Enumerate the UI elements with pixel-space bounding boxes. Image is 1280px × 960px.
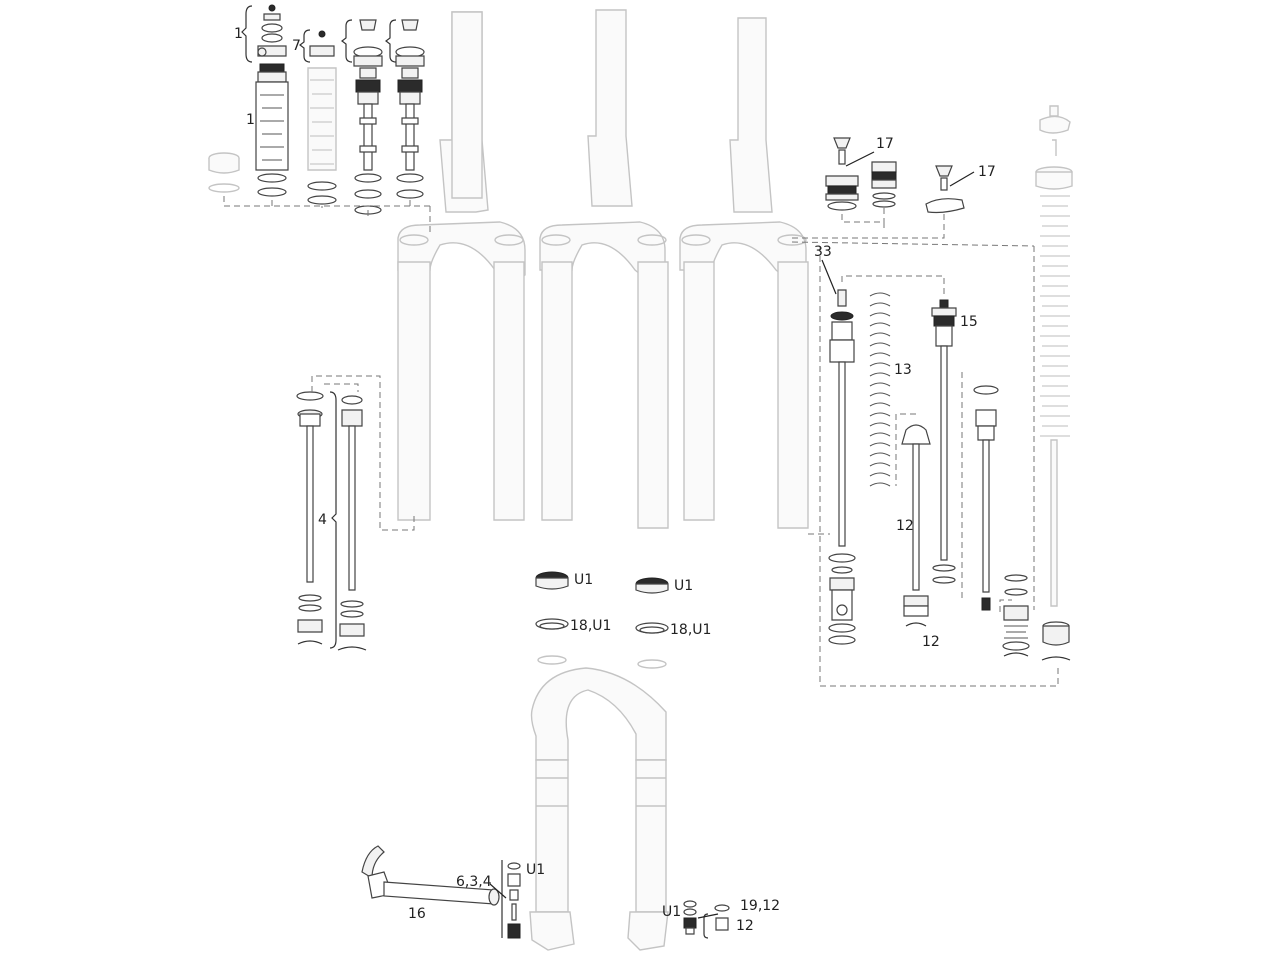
callout-u1-bolt: U1 xyxy=(662,904,681,920)
callout-12-bolt: 12 xyxy=(736,918,754,934)
callout-19-12: 19,12 xyxy=(740,898,780,914)
damper-assembly-left-1 xyxy=(353,19,383,215)
air-spring-assembly-1 xyxy=(255,4,289,197)
callout-4: 4 xyxy=(318,512,327,528)
callout-1-top: 1 xyxy=(234,26,243,42)
leader-right-damper xyxy=(791,241,1059,687)
lower-leg-assembly xyxy=(529,655,669,951)
callout-17-left: 17 xyxy=(876,136,894,152)
rebound-rod-15 xyxy=(931,299,957,584)
damper-shaft-12 xyxy=(901,424,931,627)
callout-12-clip: 12 xyxy=(922,634,940,650)
callout-16: 16 xyxy=(408,906,426,922)
dust-seals xyxy=(535,571,669,634)
upper-tube-crown-assembly-1 xyxy=(397,11,526,521)
bottom-bolt-hardware xyxy=(683,900,730,939)
coil-spring xyxy=(869,292,891,487)
upper-tube-crown-assembly-3 xyxy=(679,17,809,529)
leader-left-shafts xyxy=(311,375,415,531)
callout-15: 15 xyxy=(960,314,978,330)
callout-7: 7 xyxy=(292,38,301,54)
damper-cartridge xyxy=(828,289,856,645)
callout-18-u1-right: 18,U1 xyxy=(670,622,711,638)
callout-1-middle: 1 xyxy=(246,112,255,128)
damper-shafts-4 xyxy=(296,391,367,651)
callout-u1-right-seal: U1 xyxy=(674,578,693,594)
callout-u1-axle: U1 xyxy=(526,862,545,878)
compression-damper xyxy=(973,385,999,611)
upper-tube-crown-assembly-2 xyxy=(539,9,669,529)
callout-labels: 1 7 1 17 17 33 15 13 12 12 4 U1 U1 18,U1… xyxy=(234,26,996,934)
foot-nut-bottom-right xyxy=(1041,621,1071,661)
pointer-lines xyxy=(489,151,975,919)
bottom-right-valve xyxy=(1002,574,1030,657)
callout-33: 33 xyxy=(814,244,832,260)
air-cap-ghost xyxy=(208,152,240,193)
air-shaft-ghost-right xyxy=(1035,105,1073,607)
callout-17-right: 17 xyxy=(978,164,996,180)
thru-axle-16 xyxy=(361,845,500,906)
leader-top-left xyxy=(223,196,431,232)
callout-u1-left-seal: U1 xyxy=(574,572,593,588)
air-spring-assembly-2 xyxy=(307,30,337,205)
damper-top-caps xyxy=(825,137,965,214)
callout-13: 13 xyxy=(894,362,912,378)
leader-top-right xyxy=(791,208,945,242)
damper-assembly-left-2 xyxy=(395,19,425,199)
callout-18-u1-left: 18,U1 xyxy=(570,618,611,634)
axle-hardware-6-3-4 xyxy=(501,860,521,939)
callout-6-3-4: 6,3,4 xyxy=(456,874,492,890)
callout-12-shaft: 12 xyxy=(896,518,914,534)
brackets-top-left xyxy=(241,5,397,63)
